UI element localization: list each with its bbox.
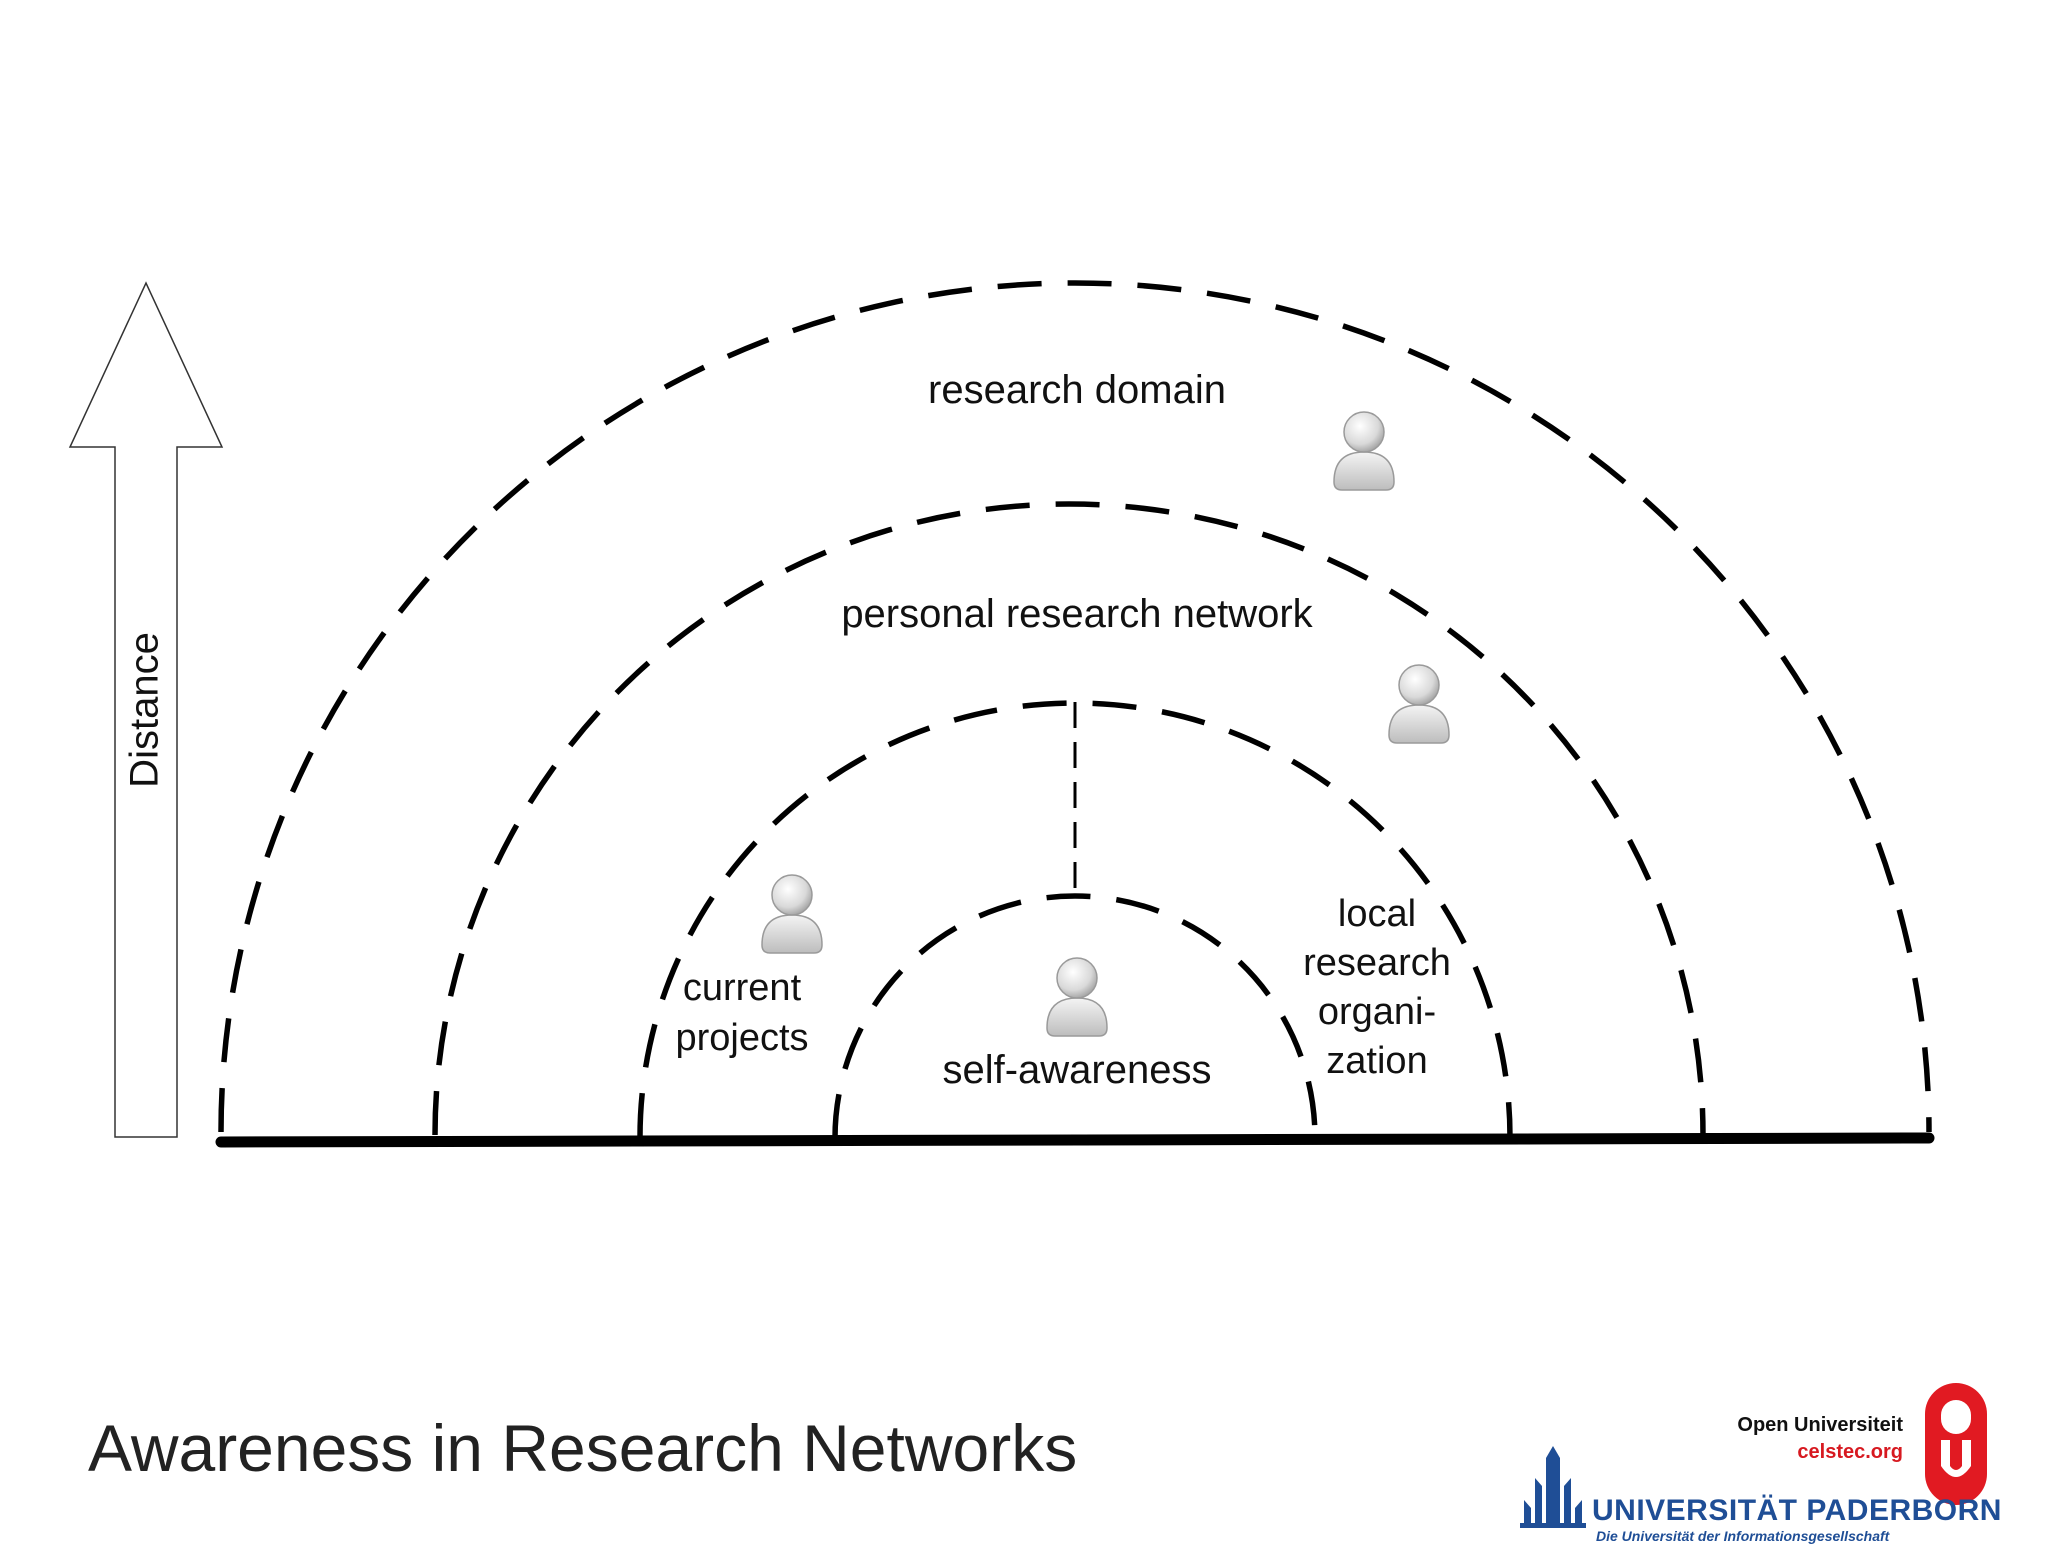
label-self-awareness: self-awareness [942,1048,1212,1092]
label-local-line-3: organi- [1317,991,1437,1033]
label-local-line-2: research [1303,942,1451,984]
ring-self-awareness [832,893,1318,1139]
label-current-projects: current projects [642,963,842,1063]
ring-personal-research-network [432,501,1706,1136]
distance-axis-label: Distance [122,632,167,788]
ring-research-domain [218,280,1932,1133]
person-icon-self [1046,957,1108,1037]
paderborn-tagline: Die Universität der Informationsgesellsc… [1596,1528,1890,1544]
paderborn-logo [1520,1446,1586,1528]
label-current-projects-line-1: current [682,967,802,1009]
distance-arrow [68,281,224,1138]
person-icon-current-projects [761,874,823,954]
label-research-domain: research domain [928,368,1226,412]
paderborn-name: UNIVERSITÄT PADERBORN [1592,1494,2002,1527]
person-icon-research-domain [1333,411,1395,491]
baseline [215,1132,1935,1148]
slide-title: Awareness in Research Networks [88,1411,1078,1485]
label-local-research-organization: local research organi- zation [1272,890,1482,1086]
open-universiteit-logo [1925,1383,1987,1505]
label-current-projects-line-2: projects [675,1017,809,1059]
label-local-line-4: zation [1326,1040,1428,1082]
person-icon-personal-network [1388,664,1450,744]
open-universiteit-site: celstec.org [1797,1441,1903,1463]
ring-current-projects-local-organization [637,700,1513,1138]
open-universiteit-name: Open Universiteit [1737,1414,1903,1436]
label-personal-research-network: personal research network [841,592,1313,636]
label-local-line-1: local [1337,893,1417,935]
